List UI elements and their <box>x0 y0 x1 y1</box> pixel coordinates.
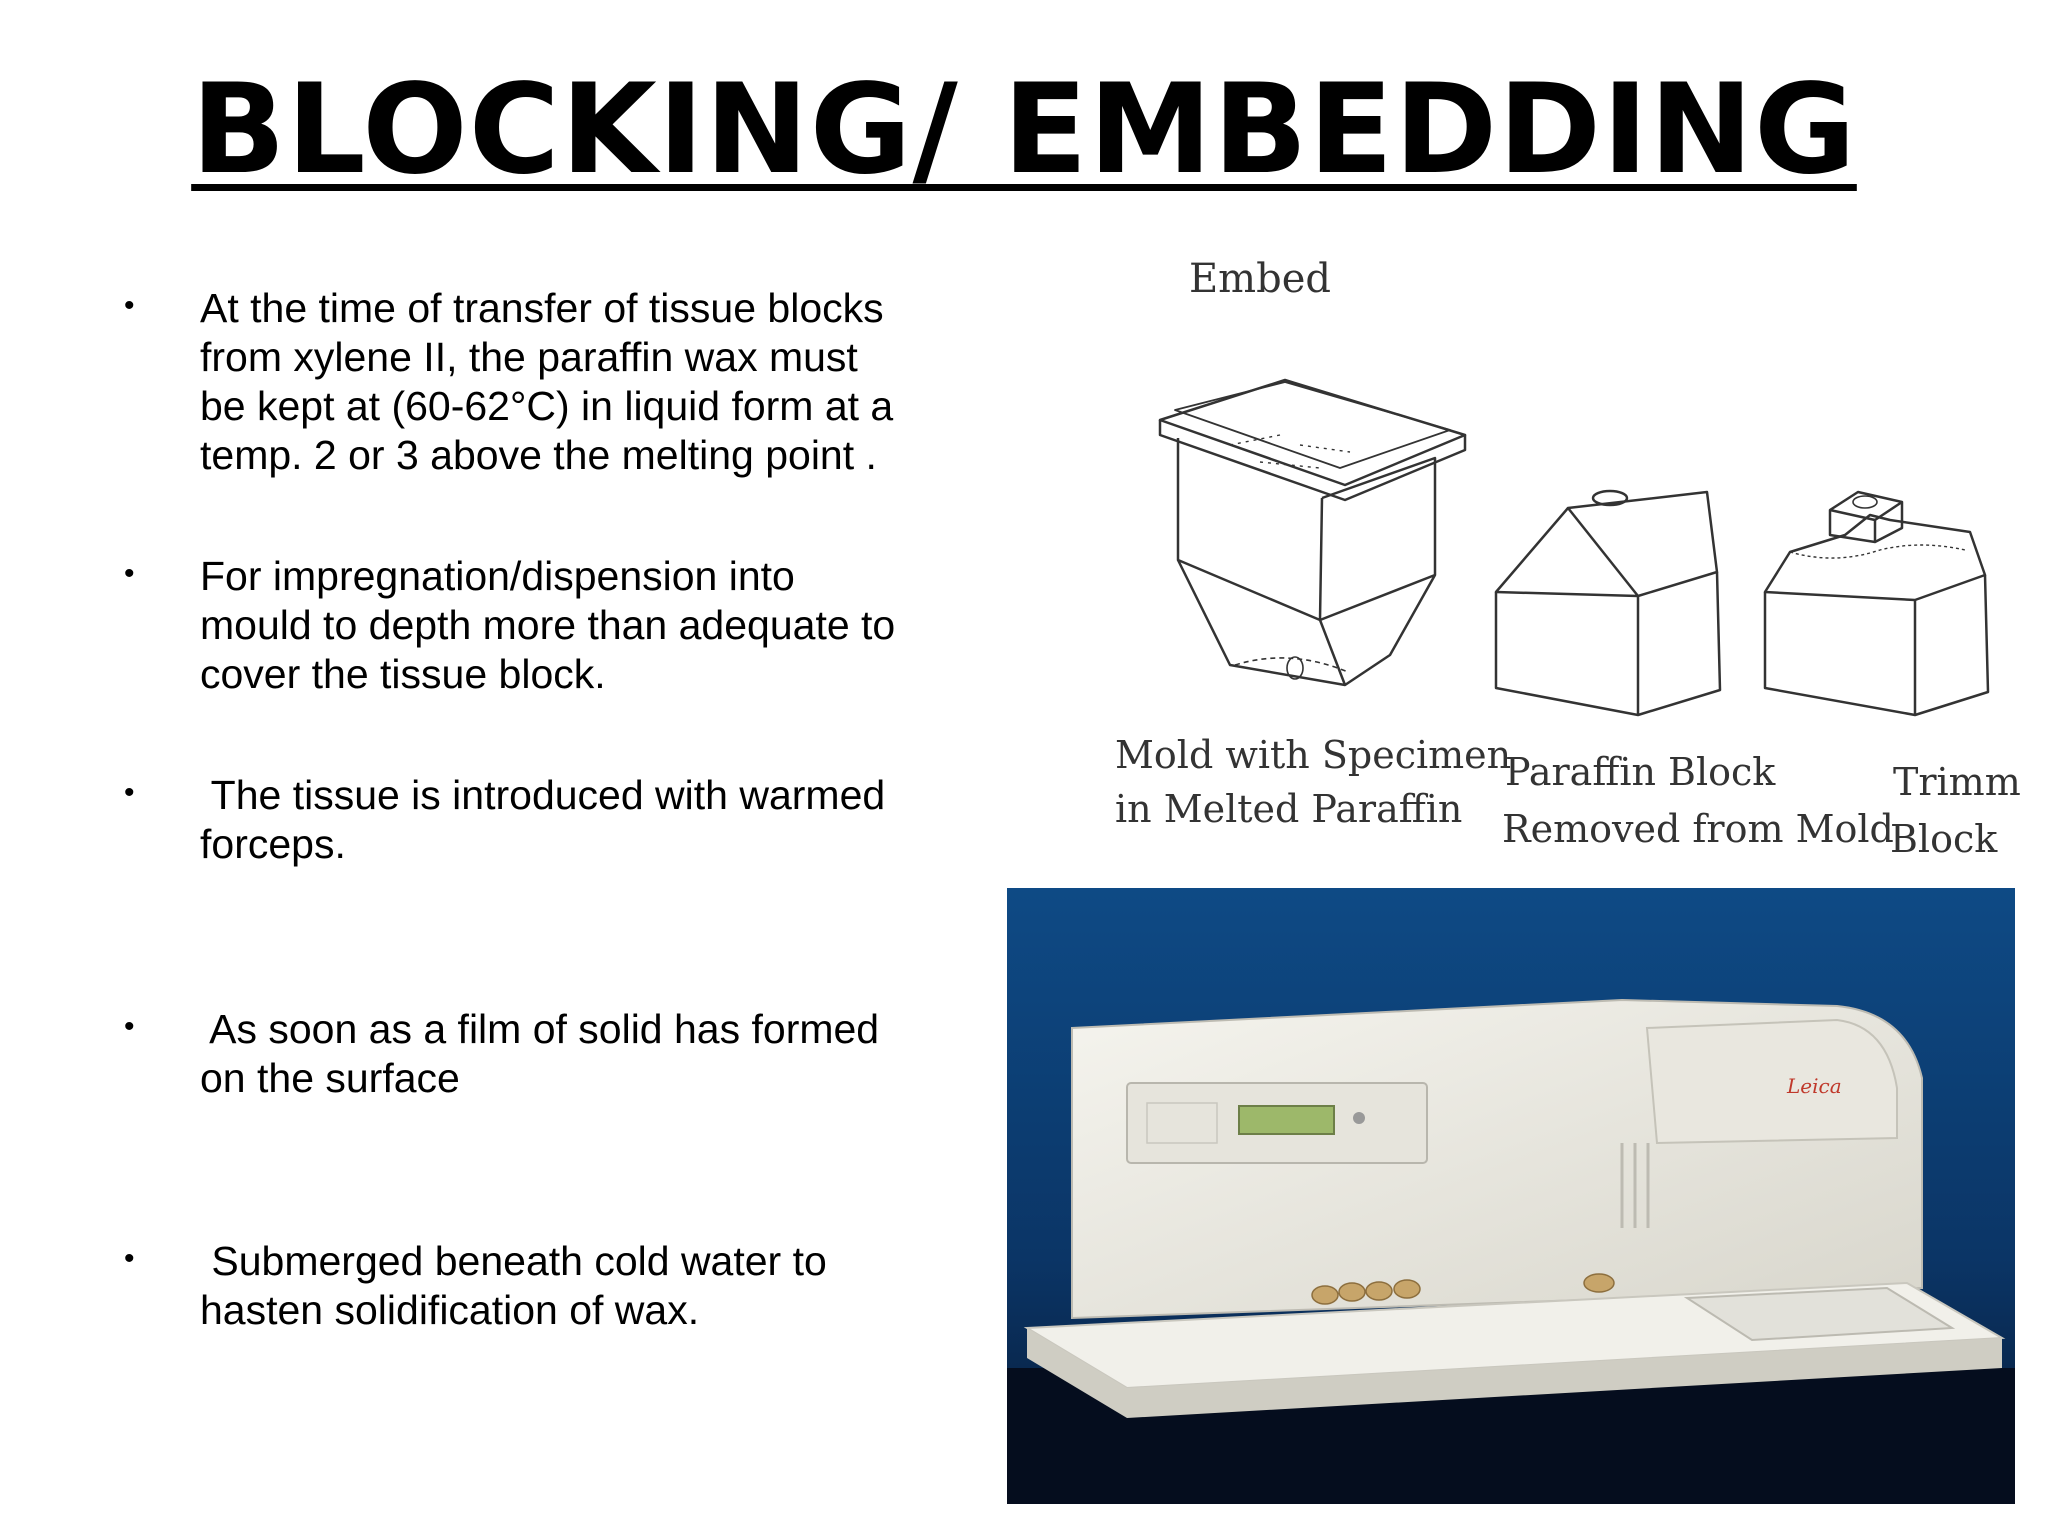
bullet-line: The tissue is introduced with warmed <box>200 772 886 818</box>
embedding-machine-photo: Leica <box>1007 888 2015 1504</box>
bullet-line: hasten solidification of wax. <box>200 1287 700 1333</box>
bullet-line: temp. 2 or 3 above the melting point . <box>200 432 877 478</box>
bullet-line: cover the tissue block. <box>200 651 606 697</box>
bullet-item-3: • The tissue is introduced with warmed f… <box>124 771 1000 869</box>
caption-block-line2: Removed from Mold <box>1502 807 1894 851</box>
embedding-diagram: Embed Mold with Specimen in Melted Paraf… <box>1115 256 2020 861</box>
bullet-dot: • <box>124 557 135 590</box>
bullet-item-4: • As soon as a film of solid has formed … <box>124 1005 1000 1103</box>
bullet-line: As soon as a film of solid has formed <box>200 1006 880 1052</box>
caption-trimmed-line2: Block <box>1890 817 1998 861</box>
bullet-dot: • <box>124 1010 135 1043</box>
bullet-item-5: • Submerged beneath cold water to hasten… <box>124 1237 1000 1335</box>
bullet-dot: • <box>124 289 135 322</box>
bullet-item-1: • At the time of transfer of tissue bloc… <box>124 284 1000 480</box>
lcd-display <box>1238 1105 1335 1135</box>
cassettes <box>1311 1273 1615 1305</box>
bullet-line: For impregnation/dispension into <box>200 553 795 599</box>
caption-mold-line1: Mold with Specimen <box>1115 733 1511 777</box>
bullet-line: At the time of transfer of tissue blocks <box>200 285 884 331</box>
bullet-line: from xylene II, the paraffin wax must <box>200 334 858 380</box>
caption-mold-line2: in Melted Paraffin <box>1115 787 1462 831</box>
caption-block-line1: Paraffin Block <box>1505 750 1776 794</box>
mold-drawing <box>1158 378 1467 687</box>
diagram-heading: Embed <box>1189 256 1331 302</box>
trimmed-block-drawing <box>1763 490 1990 717</box>
bullet-item-2: • For impregnation/dispension into mould… <box>124 552 1000 699</box>
bullet-line: forceps. <box>200 821 346 867</box>
bullet-line: mould to depth more than adequate to <box>200 602 896 648</box>
slide-title: BLOCKING/ EMBEDDING <box>191 58 1857 202</box>
bullet-line: Submerged beneath cold water to <box>200 1238 827 1284</box>
embedding-machine-illustration: Leica <box>1007 888 2015 1504</box>
caption-trimmed-line1: Trimme <box>1893 760 2020 804</box>
bullet-dot: • <box>124 1242 135 1275</box>
bullet-line: be kept at (60-62°C) in liquid form at a <box>200 383 894 429</box>
bullet-line: on the surface <box>200 1055 460 1101</box>
bullet-dot: • <box>124 776 135 809</box>
machine-logo: Leica <box>1786 1074 1842 1098</box>
paraffin-block-drawing <box>1494 489 1722 717</box>
